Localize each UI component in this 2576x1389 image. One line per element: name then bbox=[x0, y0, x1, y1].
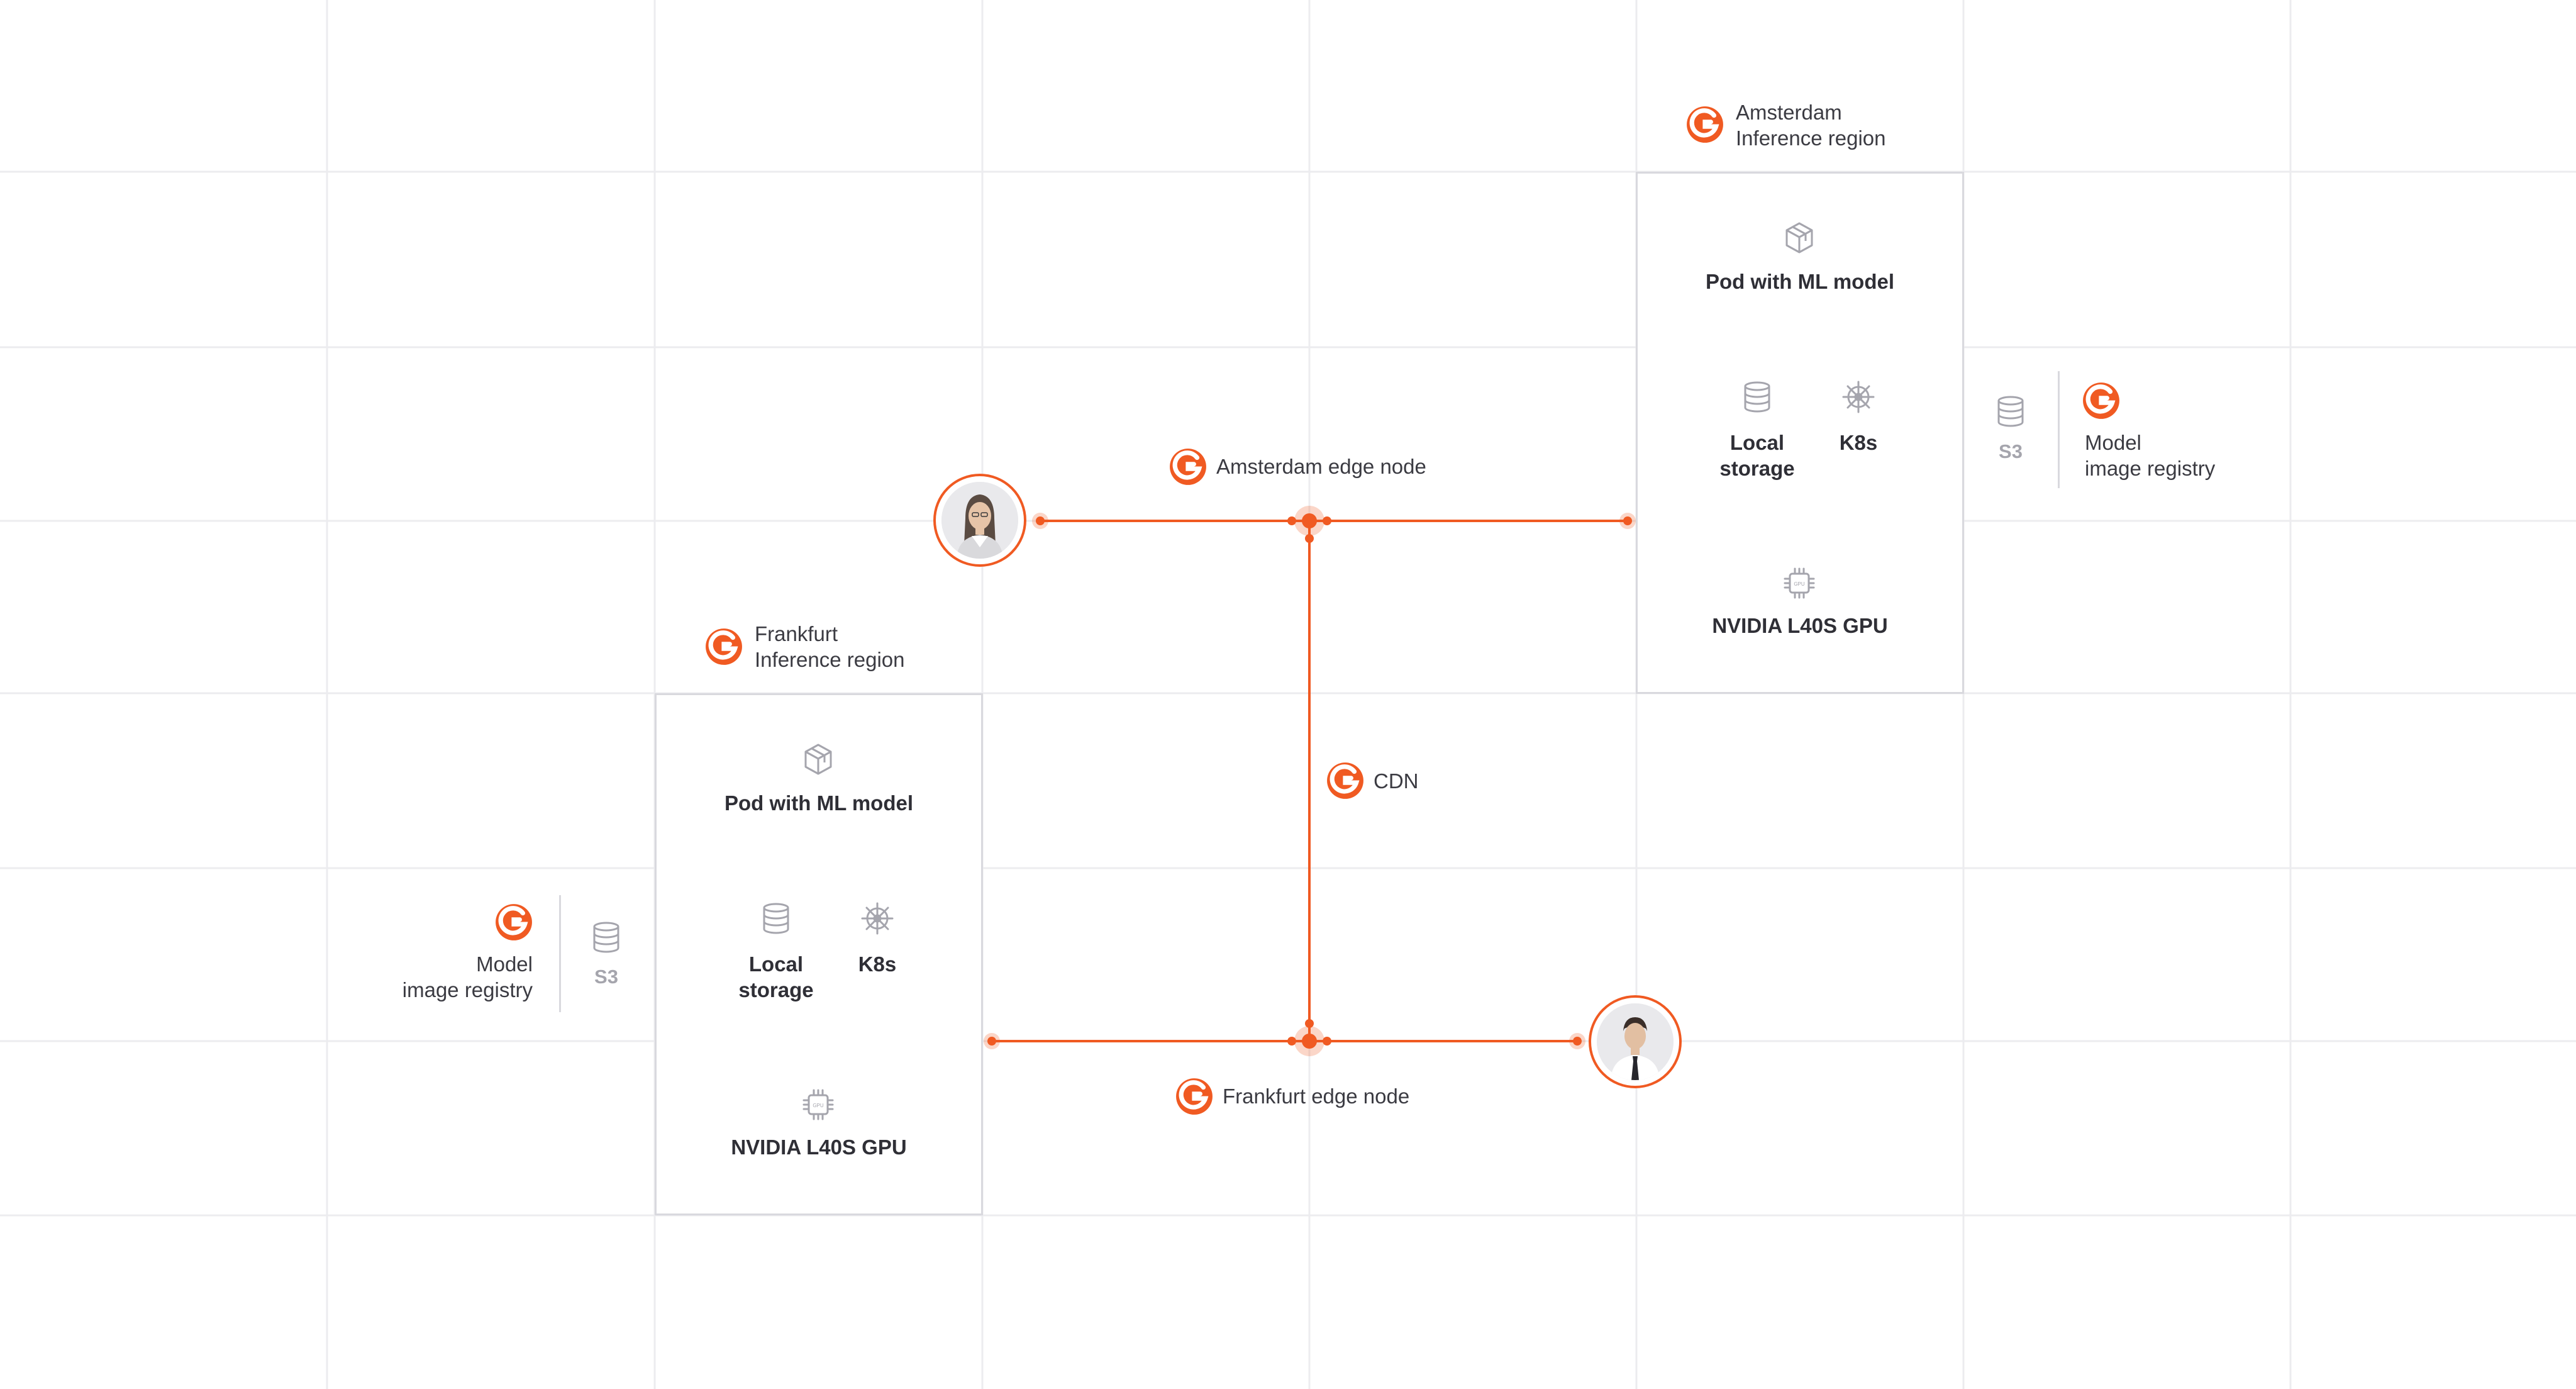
svg-text:GPU: GPU bbox=[1794, 581, 1805, 587]
frankfurt-pod-cube-icon bbox=[800, 741, 836, 778]
amsterdam-user-endpoint-dot bbox=[1036, 516, 1045, 525]
amsterdam-local-storage-database-icon bbox=[1739, 379, 1775, 415]
amsterdam-region-logo-icon bbox=[1685, 105, 1724, 144]
frankfurt-pod-label: Pod with ML model bbox=[724, 791, 914, 815]
amsterdam-pod-cube-icon bbox=[1781, 220, 1818, 256]
frankfurt-registry-label: Model image registry bbox=[352, 951, 533, 1003]
frankfurt-region-title: Frankfurt Inference region bbox=[755, 621, 905, 672]
amsterdam-pod-label: Pod with ML model bbox=[1705, 270, 1895, 293]
frankfurt-region-box bbox=[655, 693, 983, 1215]
frankfurt-registry-line2: image registry bbox=[402, 978, 533, 1001]
frankfurt-s3-label: S3 bbox=[594, 966, 618, 988]
frankfurt-registry-logo-icon bbox=[494, 903, 533, 942]
amsterdam-s3-database-icon bbox=[1992, 393, 2029, 430]
frankfurt-edge-right-dot bbox=[1323, 1037, 1331, 1046]
amsterdam-k8s-helm-wheel-icon bbox=[1840, 379, 1877, 415]
frankfurt-gpu-label: NVIDIA L40S GPU bbox=[731, 1135, 907, 1159]
cdn-label: CDN bbox=[1374, 769, 1419, 793]
amsterdam-registry-line1: Model bbox=[2085, 431, 2141, 454]
frankfurt-region-logo-icon bbox=[704, 627, 743, 666]
amsterdam-local-storage-line1: Local bbox=[1729, 431, 1785, 454]
frankfurt-local-storage-line2: storage bbox=[738, 978, 814, 1001]
cdn-logo-icon bbox=[1326, 761, 1365, 800]
frankfurt-user-endpoint-dot bbox=[1573, 1037, 1582, 1046]
frankfurt-k8s-label: K8s bbox=[858, 952, 897, 976]
frankfurt-local-storage-label: Local storage bbox=[713, 951, 839, 1003]
amsterdam-s3-label: S3 bbox=[1999, 440, 2023, 462]
frankfurt-edge-left-dot bbox=[1287, 1037, 1296, 1046]
amsterdam-registry-label: Model image registry bbox=[2085, 430, 2215, 481]
amsterdam-region-title: Amsterdam Inference region bbox=[1736, 99, 1886, 151]
amsterdam-local-storage-label: Local storage bbox=[1694, 430, 1820, 481]
frankfurt-local-storage-line1: Local bbox=[748, 952, 804, 976]
amsterdam-edge-right-dot bbox=[1323, 516, 1331, 525]
frankfurt-edge-logo-icon bbox=[1175, 1077, 1214, 1116]
amsterdam-registry-divider bbox=[2058, 371, 2060, 488]
amsterdam-gpu-label: NVIDIA L40S GPU bbox=[1712, 614, 1888, 637]
svg-text:GPU: GPU bbox=[813, 1103, 824, 1108]
amsterdam-edge-node-label: Amsterdam edge node bbox=[1216, 455, 1426, 478]
frankfurt-region-title-line1: Frankfurt bbox=[755, 622, 838, 645]
frankfurt-region-endpoint-dot bbox=[987, 1037, 996, 1046]
amsterdam-k8s-label: K8s bbox=[1839, 431, 1878, 454]
frankfurt-edge-node-dot bbox=[1302, 1034, 1317, 1049]
frankfurt-gpu-chip-icon: GPU bbox=[800, 1086, 836, 1123]
frankfurt-registry-divider bbox=[559, 895, 561, 1012]
amsterdam-edge-left-dot bbox=[1287, 516, 1296, 525]
amsterdam-edge-node-dot bbox=[1302, 513, 1317, 528]
amsterdam-registry-line2: image registry bbox=[2085, 457, 2216, 480]
amsterdam-region-title-line1: Amsterdam bbox=[1736, 101, 1842, 124]
frankfurt-region-title-line2: Inference region bbox=[755, 648, 905, 671]
frankfurt-k8s-helm-wheel-icon bbox=[859, 900, 896, 937]
amsterdam-edge-logo-icon bbox=[1169, 447, 1208, 486]
amsterdam-region-endpoint-dot bbox=[1623, 516, 1632, 525]
amsterdam-registry-logo-icon bbox=[2082, 381, 2121, 420]
user-avatar-woman bbox=[933, 474, 1026, 567]
amsterdam-local-storage-line2: storage bbox=[1719, 457, 1795, 480]
frankfurt-edge-node-label: Frankfurt edge node bbox=[1223, 1085, 1410, 1108]
amsterdam-region-title-line2: Inference region bbox=[1736, 126, 1886, 150]
frankfurt-s3-database-icon bbox=[588, 919, 625, 956]
frankfurt-registry-line1: Model bbox=[476, 952, 533, 976]
frankfurt-edge-up-dot bbox=[1305, 1019, 1314, 1028]
amsterdam-gpu-chip-icon: GPU bbox=[1781, 565, 1818, 601]
amsterdam-region-box bbox=[1636, 172, 1964, 694]
frankfurt-local-storage-database-icon bbox=[758, 900, 794, 937]
user-avatar-man bbox=[1589, 995, 1682, 1088]
amsterdam-edge-down-dot bbox=[1305, 534, 1314, 543]
